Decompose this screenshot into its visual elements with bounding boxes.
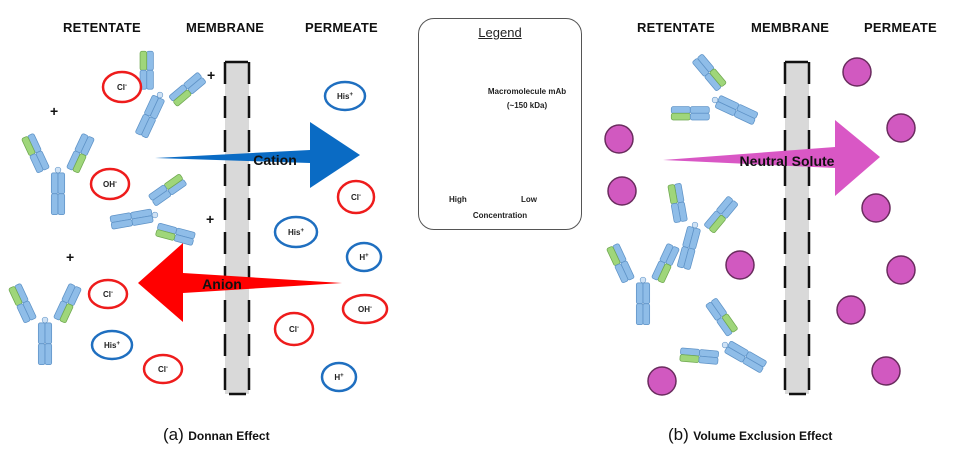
panel-b-membrane-header: MEMBRANE bbox=[751, 20, 830, 35]
anion-ion: OH- bbox=[89, 167, 131, 201]
cation-ion: His+ bbox=[323, 80, 367, 112]
positive-charge-icon: + bbox=[206, 211, 214, 227]
ion-circle bbox=[273, 311, 315, 347]
antibody-icon bbox=[7, 282, 83, 366]
panel-b-membrane bbox=[783, 60, 811, 396]
anion-arrow: Anion bbox=[138, 243, 342, 322]
ion-circle bbox=[101, 70, 143, 104]
neutral-solute-icon bbox=[842, 57, 872, 87]
panel-a-membrane-header: MEMBRANE bbox=[186, 20, 265, 35]
anion-arrow-label: Anion bbox=[202, 276, 242, 292]
panel-b-permeate-header: PERMEATE bbox=[864, 20, 937, 35]
ion-label: H+ bbox=[334, 373, 344, 382]
ion-circle bbox=[87, 278, 129, 310]
ion-circle bbox=[90, 329, 134, 361]
anion-ion: Cl- bbox=[101, 70, 143, 104]
panel-a-membrane bbox=[223, 60, 251, 396]
anion-ion: Cl- bbox=[142, 353, 184, 385]
ion-label: His+ bbox=[104, 341, 120, 350]
legend-mab-size: (~150 kDa) bbox=[506, 101, 548, 110]
legend-title: Legend bbox=[478, 25, 522, 40]
neutral-solute-icon bbox=[886, 113, 916, 143]
antibody-icon bbox=[674, 294, 783, 400]
anion-ion: Cl- bbox=[273, 311, 315, 347]
ion-label: Cl- bbox=[103, 290, 113, 299]
neutral-solute-icon bbox=[647, 366, 677, 396]
positive-charge-icon: + bbox=[207, 67, 215, 83]
ion-circle bbox=[341, 293, 389, 325]
cation-ion: His+ bbox=[90, 329, 134, 361]
cation-arrow: Cation bbox=[155, 122, 360, 188]
ion-label: Cl- bbox=[158, 365, 168, 374]
neutral-solute-icon bbox=[886, 255, 916, 285]
ion-label: H+ bbox=[359, 253, 369, 262]
neutral-solute-arrow: Neutral Solute bbox=[663, 120, 880, 196]
positive-charge-icon: + bbox=[50, 103, 58, 119]
panel-a-title: Donnan Effect bbox=[188, 429, 270, 443]
cation-arrow-label: Cation bbox=[253, 152, 297, 168]
antibody-icon bbox=[20, 132, 96, 216]
ion-circle bbox=[323, 80, 367, 112]
anion-ion: OH- bbox=[341, 293, 389, 325]
ion-circle bbox=[345, 241, 383, 273]
ion-label: Cl- bbox=[351, 193, 361, 202]
neutral-solute-icon bbox=[604, 124, 634, 154]
ion-circle bbox=[142, 353, 184, 385]
legend-box: Legend Macromolecule mAb (~150 kDa) High… bbox=[418, 18, 582, 230]
panel-a-retentate-header: RETENTATE bbox=[63, 20, 141, 35]
cation-ion: His+ bbox=[273, 215, 319, 249]
ion-label: OH- bbox=[103, 180, 117, 189]
panel-a-permeate-header: PERMEATE bbox=[305, 20, 378, 35]
neutral-solute-icon bbox=[607, 176, 637, 206]
ion-circle bbox=[273, 215, 319, 249]
ion-label: His+ bbox=[288, 228, 304, 237]
legend-mab-label: Macromolecule mAb bbox=[487, 87, 567, 96]
anion-ion: Cl- bbox=[87, 278, 129, 310]
cation-ion: H+ bbox=[345, 241, 383, 273]
neutral-solute-arrow-label: Neutral Solute bbox=[740, 153, 835, 169]
legend-high-label: High bbox=[449, 195, 467, 204]
legend-low-label: Low bbox=[521, 195, 537, 204]
anion-ion: Cl- bbox=[336, 179, 376, 215]
ion-label: His+ bbox=[337, 92, 353, 101]
panel-b-letter: (b) bbox=[668, 425, 689, 444]
ion-label: OH- bbox=[358, 305, 372, 314]
panel-a-letter: (a) bbox=[163, 425, 184, 444]
ion-circle bbox=[89, 167, 131, 201]
antibody-icon bbox=[605, 242, 681, 326]
neutral-solute-icon bbox=[725, 250, 755, 280]
ion-circle bbox=[320, 361, 358, 393]
legend-concentration-label: Concentration bbox=[472, 211, 528, 220]
cation-ion: H+ bbox=[320, 361, 358, 393]
panel-a-caption: (a) Donnan Effect bbox=[163, 425, 270, 445]
neutral-solute-icon bbox=[871, 356, 901, 386]
panel-b-retentate-header: RETENTATE bbox=[637, 20, 715, 35]
panel-b-caption: (b) Volume Exclusion Effect bbox=[668, 425, 832, 445]
neutral-solute-icon bbox=[861, 193, 891, 223]
ion-label: Cl- bbox=[117, 83, 127, 92]
antibody-icon bbox=[665, 50, 772, 153]
neutral-solute-icon bbox=[836, 295, 866, 325]
panel-b-title: Volume Exclusion Effect bbox=[693, 429, 833, 443]
ion-circle bbox=[336, 179, 376, 215]
ion-label: Cl- bbox=[289, 325, 299, 334]
positive-charge-icon: + bbox=[66, 249, 74, 265]
